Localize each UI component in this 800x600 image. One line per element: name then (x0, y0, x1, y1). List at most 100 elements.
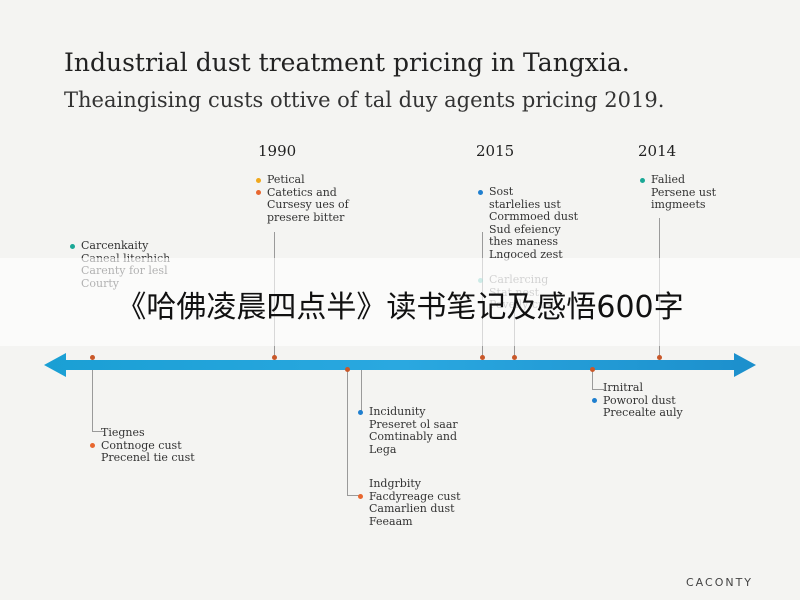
block-line: Facdyreage cust (358, 489, 461, 504)
bullet-spacer (358, 482, 363, 487)
bullet-dot-icon (592, 398, 597, 404)
bullet-spacer (592, 411, 597, 416)
bullet-dot-icon (256, 190, 261, 196)
axis-marker (480, 355, 485, 360)
bullet-dot-icon (640, 177, 645, 183)
block-line: Preseret ol saar (358, 417, 458, 432)
bullet-spacer (358, 519, 363, 524)
block-line: imgmeets (640, 198, 716, 212)
connector-center-lower2 (347, 370, 348, 496)
axis-marker (590, 367, 595, 372)
block-line-text: thes maness (489, 235, 559, 248)
connector-center-lower2-tick (347, 495, 359, 496)
bullet-dot-icon (70, 243, 75, 249)
block-line: Contnoge cust (90, 439, 195, 453)
year-label-2015: 2015 (476, 142, 515, 160)
overlay-banner-text: 《哈佛凌晨四点半》读书笔记及感悟600字 (116, 290, 684, 325)
bullet-spacer (256, 203, 261, 208)
block-line-text: Tiegnes (101, 426, 145, 439)
block-line-text: Camarlien dust (369, 502, 455, 515)
bullet-spacer (358, 447, 363, 452)
block-line-text: Preseret ol saar (369, 417, 458, 431)
bullet-spacer (358, 435, 363, 440)
bullet-spacer (478, 202, 483, 207)
block-line: Irnitral (592, 381, 683, 395)
block-line-text: Poworol dust (603, 393, 676, 407)
bullet-spacer (592, 386, 597, 391)
bullet-dot-icon (358, 494, 363, 500)
block-line: starlelies ust (478, 197, 578, 212)
block-line-text: Sud efeiency (489, 222, 561, 236)
block-line-text: Persene ust (651, 185, 717, 199)
bullet-spacer (640, 203, 645, 208)
block-line: Sud efeiency (478, 222, 578, 237)
block-line: Indgrbity (358, 477, 461, 491)
block-line-text: Precealte auly (603, 406, 683, 419)
connector-left-lower-tick (92, 431, 104, 432)
bullet-dot-icon (256, 177, 261, 183)
block-line-text: Petical (267, 173, 305, 186)
timeline-arrow-shape (44, 353, 756, 377)
bullet-spacer (640, 190, 645, 195)
bullet-spacer (478, 215, 483, 220)
block-line: Lngoced zest (478, 247, 578, 262)
bullet-spacer (90, 456, 95, 461)
block-line: Precealte auly (592, 406, 683, 420)
block-line-text: Facdyreage cust (369, 489, 461, 503)
block-line: Catetics and (256, 185, 349, 200)
overlay-banner (0, 258, 800, 346)
bullet-dot-icon (478, 189, 483, 195)
block-line: Precenel tie cust (90, 451, 195, 465)
axis-marker (657, 355, 662, 360)
axis-marker (512, 355, 517, 360)
block-line-text: Lega (369, 442, 397, 456)
block-line: Sost (478, 185, 578, 199)
bullet-spacer (358, 507, 363, 512)
block-line-text: Indgrbity (369, 477, 421, 490)
bullet-spacer (358, 422, 363, 427)
block-line-text: Falied (651, 173, 686, 186)
year-label-2014: 2014 (638, 142, 677, 160)
block-line-text: Catetics and (267, 185, 337, 199)
block-line: Poworol dust (592, 393, 683, 408)
block-line: Persene ust (640, 185, 717, 200)
block-line: Cursesy ues of (256, 198, 349, 212)
block-line: presere bitter (256, 211, 349, 225)
block-line-text: Cormmoed dust (489, 210, 579, 223)
block-line-text: Sost (489, 185, 514, 198)
page-title: Industrial dust treatment pricing in Tan… (64, 48, 630, 77)
brand-watermark: CACONTY (686, 576, 754, 589)
axis-marker (345, 367, 350, 372)
connector-right-lower-tick (592, 389, 604, 390)
bullet-spacer (478, 252, 483, 257)
block-line-text: Cursesy ues of (267, 198, 349, 211)
connector-center-lower1 (361, 370, 362, 412)
year-label-1990: 1990 (258, 142, 297, 160)
block-line: Petical (256, 173, 349, 187)
block-line: Feeaam (358, 515, 461, 529)
block-line-text: starlelies ust (489, 197, 561, 211)
block-line: Falied (640, 173, 716, 187)
bullet-dot-icon (90, 443, 95, 449)
connector-left-lower (92, 370, 93, 432)
bullet-spacer (256, 215, 261, 220)
block-line-text: Lngoced zest (489, 247, 563, 261)
block-line-text: Precenel tie cust (101, 451, 195, 464)
block-line-text: Comtinably and (369, 430, 458, 443)
page-subtitle: Theaingising custs ottive of tal duy age… (64, 88, 665, 112)
bullet-dot-icon (358, 409, 363, 415)
block-line: thes maness (478, 235, 578, 249)
connector-right-lower (592, 370, 593, 390)
block-line-text: Incidunity (369, 405, 426, 418)
block-line-text: Carcenkaity (81, 239, 149, 252)
axis-marker (272, 355, 277, 360)
block-line: Cormmoed dust (478, 210, 579, 224)
bullet-spacer (478, 227, 483, 232)
timeline-axis (44, 353, 756, 377)
